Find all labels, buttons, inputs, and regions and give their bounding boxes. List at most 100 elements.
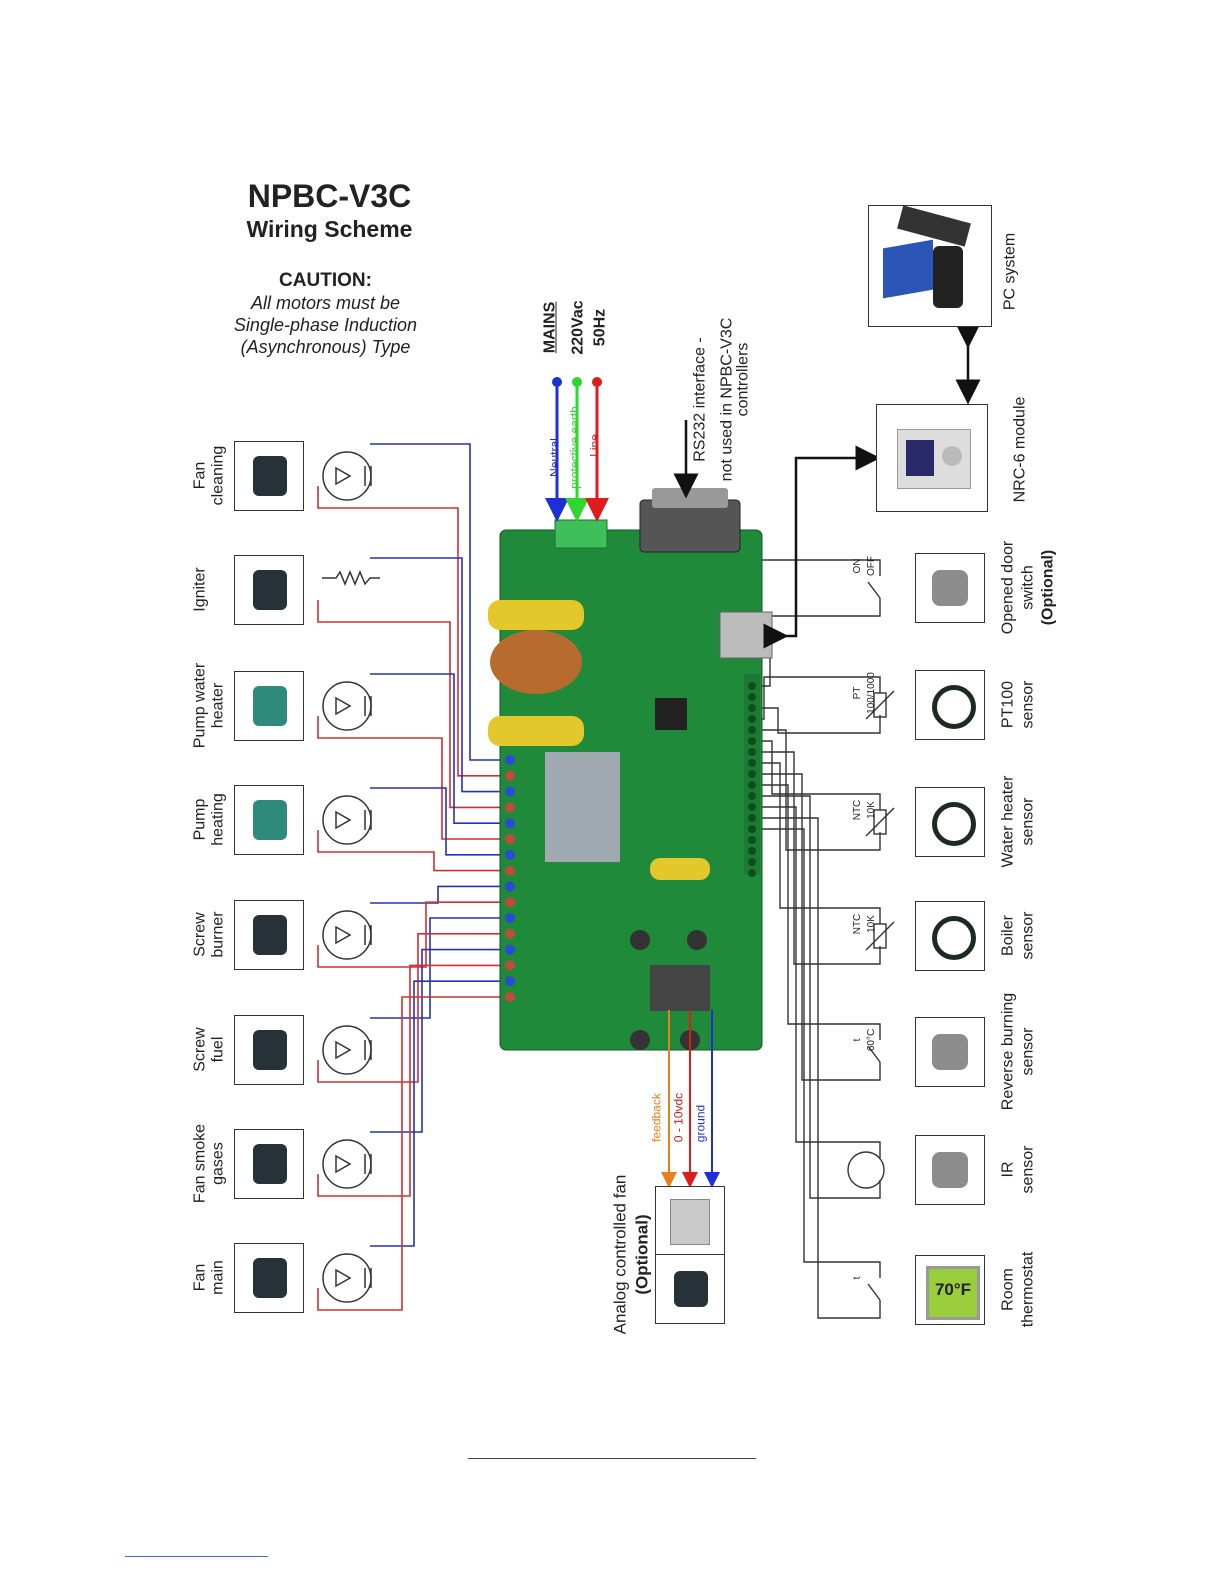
output-wire-neutral bbox=[370, 917, 505, 1019]
input-terminal bbox=[748, 770, 756, 778]
monitor-icon bbox=[883, 239, 933, 299]
output-terminal bbox=[505, 913, 515, 923]
mains-frequency: 50Hz bbox=[591, 308, 609, 347]
motor-symbol bbox=[322, 795, 372, 845]
input-symbol-sym1: ON bbox=[852, 558, 863, 574]
thermistor-symbol bbox=[873, 923, 887, 949]
pc-label: PC system bbox=[1001, 232, 1019, 311]
output-terminal bbox=[505, 992, 515, 1002]
input-label-line1: Room bbox=[999, 1268, 1017, 1311]
thermistor-symbol bbox=[873, 809, 887, 835]
diagram-title: NPBC-V3C bbox=[247, 178, 412, 214]
feedback-label: feedback bbox=[649, 1093, 664, 1142]
motor-capacitor bbox=[364, 925, 372, 945]
output-terminal bbox=[505, 976, 515, 987]
input-terminal bbox=[748, 803, 756, 811]
output-label-line2: fuel bbox=[209, 1036, 227, 1063]
output-terminal bbox=[505, 818, 515, 829]
motor-capacitor bbox=[364, 696, 372, 716]
screw-motor-icon bbox=[253, 1030, 287, 1070]
input-symbol-sym1: t bbox=[852, 1276, 863, 1280]
output-wire-line bbox=[317, 716, 505, 840]
caution-line-1: All motors must be bbox=[250, 293, 401, 313]
input-wire bbox=[756, 729, 881, 851]
switch-symbol bbox=[867, 1283, 881, 1301]
analog-fan-line2: (Optional) bbox=[632, 1214, 652, 1295]
door-switch-icon bbox=[932, 570, 968, 606]
output-device-box bbox=[234, 1129, 304, 1199]
input-label-line2: thermostat bbox=[1019, 1251, 1037, 1328]
input-device-box bbox=[915, 901, 985, 971]
input-symbol-sym1: NTC bbox=[852, 799, 863, 821]
thermistor-arrow bbox=[865, 807, 895, 837]
temperature-probe-icon bbox=[932, 685, 976, 729]
output-label-line1: Igniter bbox=[191, 567, 209, 612]
output-label-line2: heating bbox=[209, 793, 227, 846]
input-terminal bbox=[748, 858, 756, 866]
mains-voltage: 220Vac bbox=[569, 300, 587, 355]
motor-symbol bbox=[322, 1025, 372, 1075]
nrc-label: NRC-6 module bbox=[1011, 396, 1029, 503]
output-terminal bbox=[505, 834, 515, 844]
output-label-line1: Pump bbox=[191, 798, 209, 841]
output-device-box bbox=[234, 900, 304, 970]
temperature-probe-icon bbox=[932, 802, 976, 846]
input-wire bbox=[756, 806, 881, 1158]
output-terminal bbox=[505, 865, 515, 876]
switch-symbol bbox=[867, 581, 881, 599]
input-wire bbox=[756, 740, 881, 810]
input-symbol-sym2: 100/1000 bbox=[866, 672, 877, 714]
pc-system-box bbox=[868, 205, 992, 327]
output-label-line1: Fan bbox=[191, 461, 209, 490]
motor-capacitor bbox=[364, 1154, 372, 1174]
caution-line-2: Single-phase Induction bbox=[233, 315, 418, 335]
output-label-line1: Screw bbox=[191, 1027, 209, 1072]
output-terminal bbox=[505, 881, 515, 892]
input-terminal bbox=[748, 726, 756, 734]
input-symbol-sym2: 60°C bbox=[866, 1028, 877, 1052]
motor-symbol bbox=[322, 1253, 372, 1303]
voltage-control-label: 0 - 10vdc bbox=[671, 1092, 686, 1143]
motor-winding bbox=[335, 1040, 352, 1060]
analog-fan-controller-box bbox=[655, 1186, 725, 1256]
diagram-subtitle: Wiring Scheme bbox=[246, 216, 413, 242]
input-wire bbox=[756, 762, 881, 924]
nrc-module-box bbox=[876, 404, 988, 512]
input-wire bbox=[756, 817, 881, 1319]
output-label-line2: burner bbox=[209, 911, 227, 958]
input-terminal bbox=[748, 836, 756, 844]
output-terminal bbox=[505, 802, 515, 813]
output-label-line1: Fan smoke bbox=[191, 1123, 209, 1204]
input-terminal bbox=[748, 693, 756, 701]
output-label-line1: Pump water bbox=[191, 662, 209, 749]
input-terminal bbox=[748, 825, 756, 833]
input-label-line3: (Optional) bbox=[1039, 549, 1057, 626]
output-wire-neutral bbox=[370, 980, 505, 1247]
input-terminal bbox=[748, 869, 756, 877]
output-terminal bbox=[505, 944, 515, 955]
output-wire-neutral bbox=[370, 443, 505, 761]
caution-note: CAUTION: All motors must be Single-phase… bbox=[218, 270, 433, 358]
output-wire-line bbox=[317, 486, 505, 777]
input-terminal bbox=[748, 792, 756, 800]
neutral-label: Neutral bbox=[547, 438, 562, 477]
output-terminal bbox=[505, 928, 515, 939]
thermistor-arrow bbox=[865, 690, 895, 720]
input-symbol-sym1: t bbox=[852, 1038, 863, 1042]
input-device-box bbox=[915, 787, 985, 857]
output-device-box bbox=[234, 441, 304, 511]
output-wire-line bbox=[317, 830, 505, 872]
output-device-box bbox=[234, 671, 304, 741]
output-label-line1: Fan bbox=[191, 1263, 209, 1292]
nrc-device-icon bbox=[897, 429, 971, 489]
thermostat-icon: 70°F bbox=[926, 1266, 980, 1320]
input-terminal bbox=[748, 847, 756, 855]
input-terminal bbox=[748, 737, 756, 745]
motor-winding bbox=[335, 466, 352, 486]
output-wire-neutral bbox=[370, 673, 505, 825]
input-label-line1: IR bbox=[999, 1161, 1017, 1178]
output-wire-neutral bbox=[370, 557, 505, 793]
output-label-line2: cleaning bbox=[209, 445, 227, 506]
fan-icon bbox=[253, 1258, 287, 1298]
analog-fan-line1: Analog controlled fan bbox=[610, 1174, 630, 1335]
